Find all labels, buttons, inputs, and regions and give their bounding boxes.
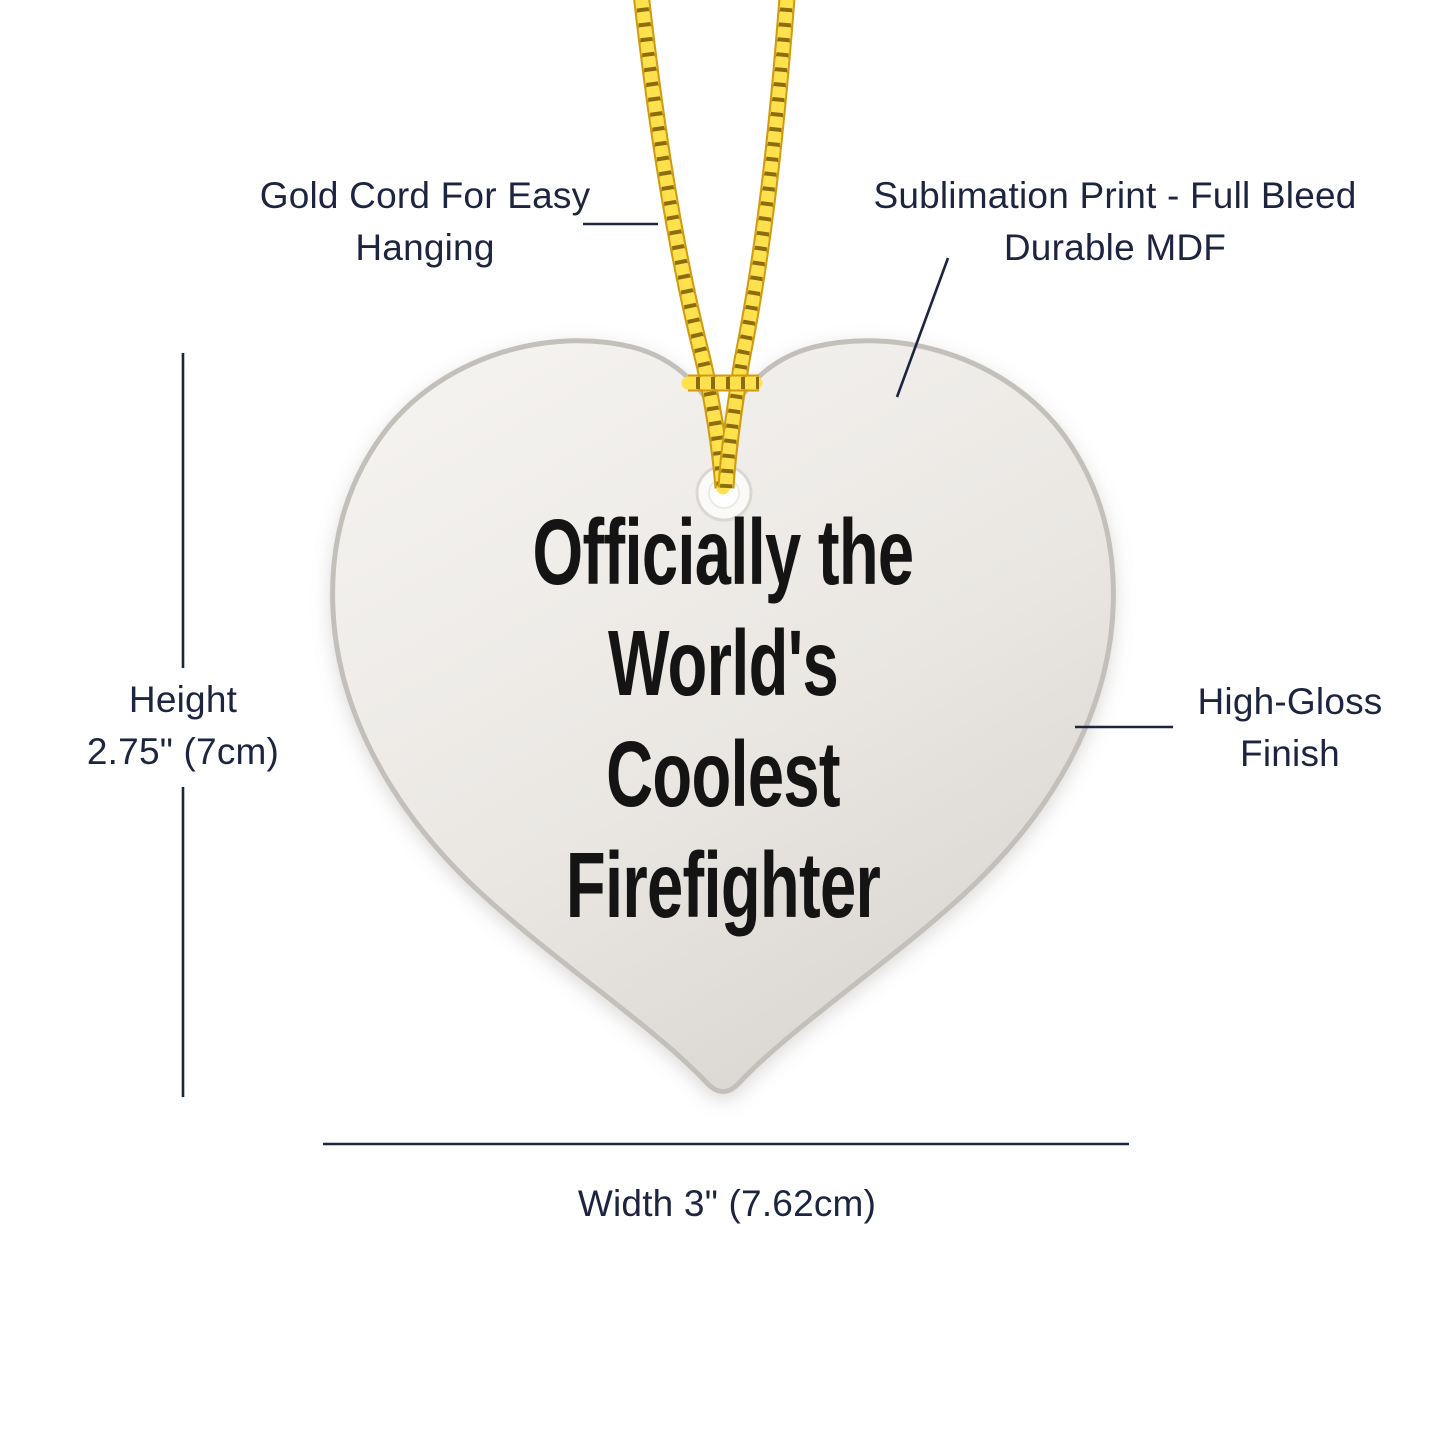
ornament-text-line2: World's	[607, 611, 839, 715]
finish-callout-label: High-Gloss Finish	[1165, 676, 1415, 780]
cord-callout-line2: Hanging	[355, 227, 495, 268]
material-callout-line2: Durable MDF	[1003, 227, 1227, 268]
width-dimension-label: Width 3" (7.62cm)	[447, 1178, 1007, 1230]
material-callout-line	[895, 257, 950, 398]
material-callout-label: Sublimation Print - Full Bleed Durable M…	[840, 170, 1390, 274]
height-dimension-label: Height 2.75" (7cm)	[58, 674, 308, 778]
ornament-text-line1: Officially the	[532, 500, 915, 604]
ornament-printed-text: Officially the World's Coolest Firefight…	[457, 497, 989, 941]
finish-callout-line2: Finish	[1240, 733, 1340, 774]
cord-callout-label: Gold Cord For Easy Hanging	[200, 170, 650, 274]
ornament-text-line3: Coolest	[606, 722, 841, 826]
gold-cord-right-strand	[717, 0, 796, 495]
width-dimension-value: Width 3" (7.62cm)	[577, 1183, 877, 1224]
material-callout-line1: Sublimation Print - Full Bleed	[873, 175, 1357, 216]
cord-callout-line1: Gold Cord For Easy	[259, 175, 591, 216]
finish-callout-line1: High-Gloss	[1197, 681, 1383, 722]
heart-ornament-shape	[330, 338, 1116, 1094]
height-dimension-value: 2.75" (7cm)	[86, 731, 280, 772]
ornament-text-line4: Firefighter	[565, 833, 881, 937]
gold-cord-left-strand	[633, 0, 732, 495]
height-dimension-word: Height	[128, 679, 238, 720]
